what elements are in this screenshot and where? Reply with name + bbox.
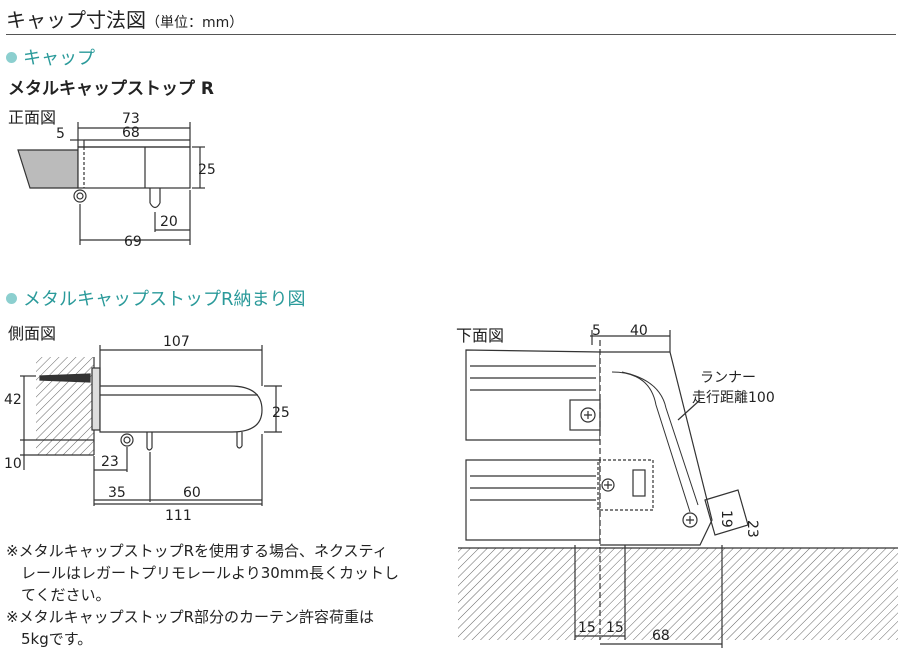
- side-view-drawing: [20, 345, 282, 506]
- unit-text: （単位：mm）: [146, 15, 244, 31]
- runner-travel: 走行距離100: [692, 389, 775, 406]
- title-text: キャップ寸法図: [6, 8, 146, 32]
- dim-box: [704, 489, 749, 536]
- dim-107: 107: [163, 334, 190, 350]
- rail-end: [17, 149, 79, 189]
- runner-ring: [73, 189, 87, 203]
- section-cap-label: キャップ: [23, 48, 95, 69]
- dim-25: 25: [198, 162, 216, 178]
- ceiling: [458, 548, 898, 640]
- dim-15b: 15: [606, 620, 624, 636]
- dim-69: 69: [124, 234, 142, 250]
- wall: [36, 357, 94, 455]
- dim-73: 73: [122, 111, 140, 127]
- dim-68b: 68: [652, 628, 670, 644]
- dim-35: 35: [108, 485, 126, 501]
- dim-5b: 5: [592, 323, 601, 339]
- dim-19: 19: [718, 510, 734, 528]
- front-view-drawing: [17, 122, 205, 245]
- section-storage: メタルキャップストップR納まり図: [6, 285, 306, 311]
- note-2: ※メタルキャップストップR部分のカーテン許容荷重は 5kgです。: [6, 608, 374, 648]
- dim-15a: 15: [578, 620, 596, 636]
- dim-25b: 25: [272, 405, 290, 421]
- bottom-view-drawing: [458, 330, 898, 648]
- hook: [149, 188, 161, 209]
- runner-path: [611, 371, 691, 513]
- dim-5: 5: [56, 126, 65, 142]
- page-title: キャップ寸法図（単位：mm）: [6, 4, 243, 33]
- bullet-icon: [6, 293, 17, 304]
- front-view-label: 正面図: [8, 108, 57, 127]
- section-storage-label: メタルキャップストップR納まり図: [23, 289, 306, 310]
- dim-68: 68: [122, 125, 140, 141]
- cap-bottom: [600, 351, 713, 546]
- runner-label: ランナー: [700, 370, 756, 386]
- dim-60: 60: [183, 485, 201, 501]
- dim-23b: 23: [744, 520, 760, 538]
- side-view-label: 側面図: [8, 324, 57, 343]
- dim-10: 10: [4, 456, 22, 472]
- dim-23: 23: [101, 454, 119, 470]
- bullet-icon: [6, 52, 17, 63]
- dim-40: 40: [630, 323, 648, 339]
- dim-20: 20: [160, 214, 178, 230]
- product-title: メタルキャップストップ R: [8, 79, 215, 99]
- section-cap: キャップ: [6, 44, 95, 70]
- cap-body: [77, 146, 191, 189]
- dim-42: 42: [4, 392, 22, 408]
- bracket: [91, 367, 101, 431]
- dim-111: 111: [165, 508, 192, 524]
- screw: [39, 373, 91, 383]
- note-1: ※メタルキャップストップRを使用する場合、ネクスティ レールはレガートプリモレー…: [6, 542, 400, 604]
- bottom-view-label: 下面図: [456, 326, 505, 345]
- cap-side-body: [99, 385, 263, 433]
- title-divider: [6, 34, 896, 35]
